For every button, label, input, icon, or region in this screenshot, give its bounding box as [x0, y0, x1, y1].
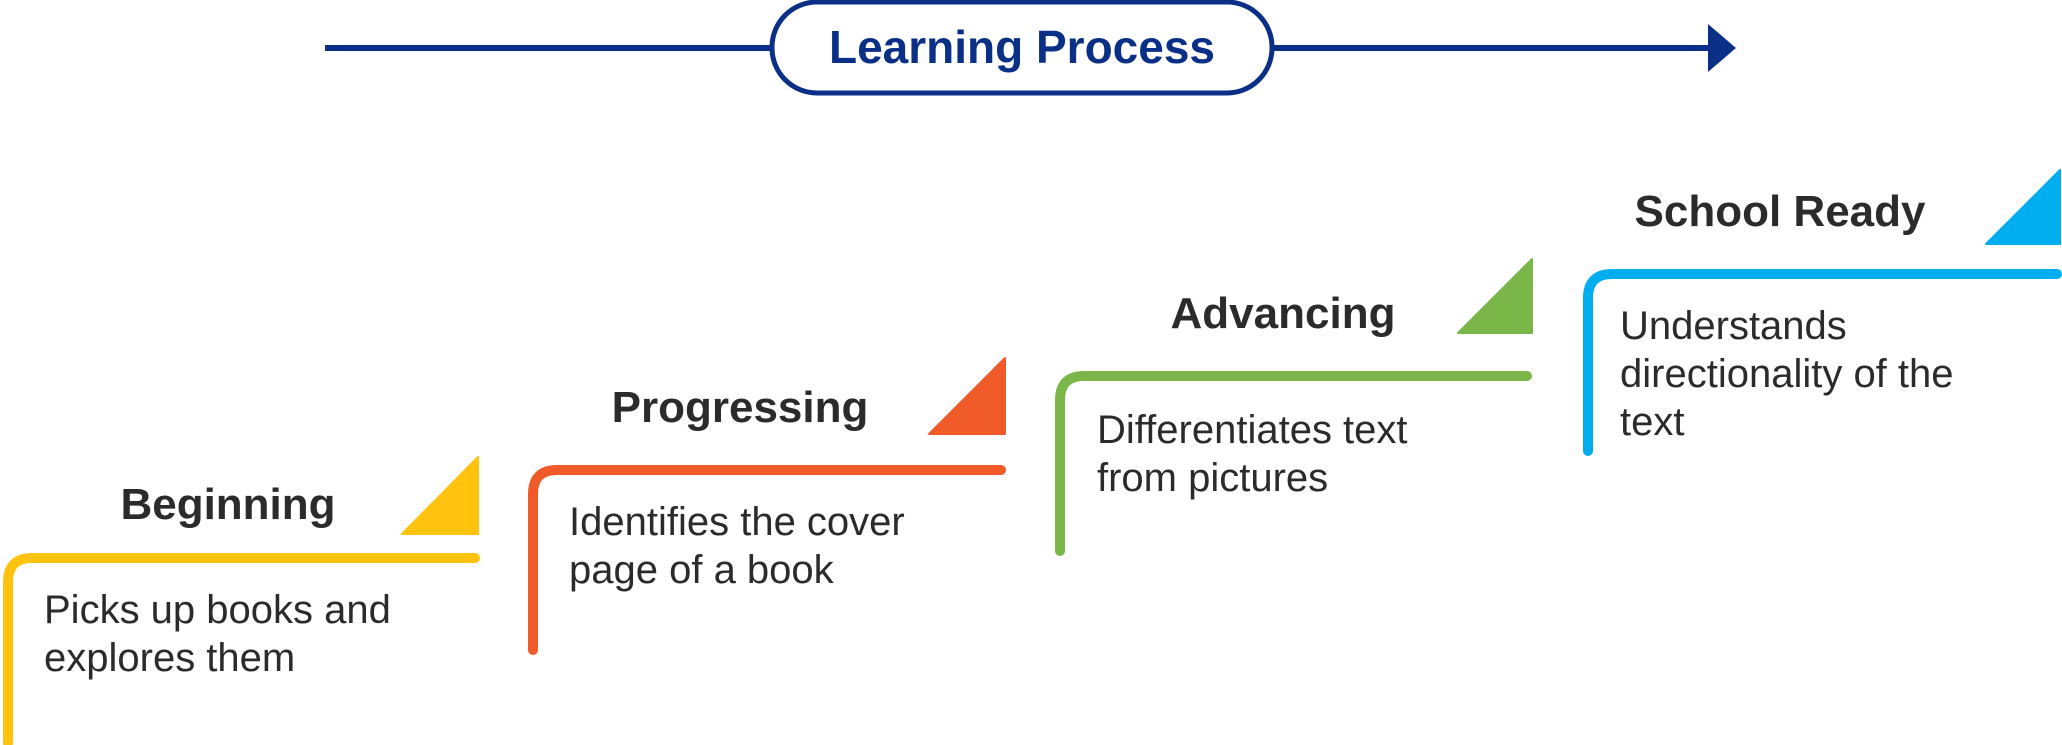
stage-step-line: [528, 465, 1006, 655]
learning-process-header: Learning Process: [325, 0, 1736, 96]
stage-title: Progressing: [612, 383, 869, 432]
stage-triangle-icon: [1457, 258, 1533, 334]
stage-description: Picks up books and explores them: [44, 588, 402, 680]
stage-triangle-icon: [1985, 169, 2061, 245]
stage-description: Understands directionality of the text: [1620, 304, 1965, 444]
header-title-pill: [769, 0, 1275, 96]
stage-step-line: [1583, 269, 2062, 456]
stage-triangle-icon: [401, 456, 479, 535]
stage-step-line: [3, 553, 480, 745]
stage-advancing: Advancing Differentiates text from pictu…: [1055, 258, 1533, 556]
stage-description: Differentiates text from pictures: [1097, 408, 1419, 500]
stage-title: School Ready: [1635, 187, 1926, 236]
stage-school-ready: School Ready Understands directionality …: [1583, 169, 2062, 456]
timeline-arrowhead-icon: [1708, 24, 1736, 72]
stage-title: Beginning: [120, 480, 335, 529]
stage-step-line: [1055, 371, 1532, 556]
stage-triangle-icon: [928, 357, 1006, 435]
header-title: Learning Process: [829, 21, 1215, 73]
stage-title: Advancing: [1171, 289, 1396, 338]
stage-beginning: Beginning Picks up books and explores th…: [3, 456, 480, 745]
stage-progressing: Progressing Identifies the cover page of…: [528, 357, 1006, 655]
stage-description: Identifies the cover page of a book: [569, 500, 916, 592]
